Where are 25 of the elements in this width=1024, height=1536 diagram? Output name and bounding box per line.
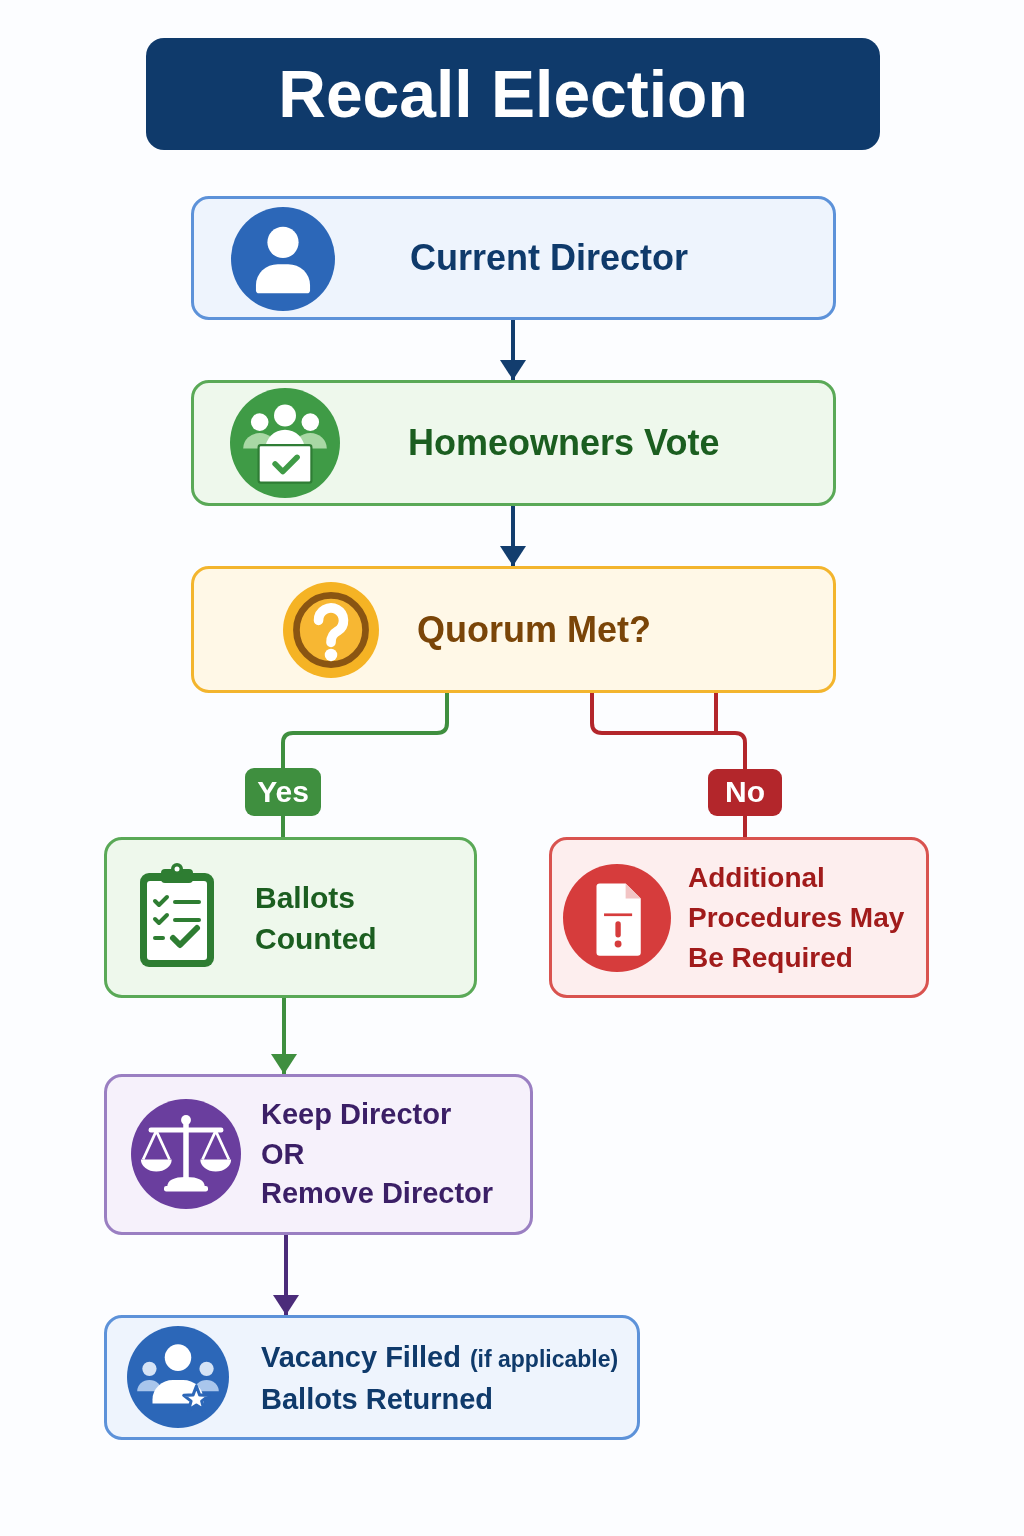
arrow bbox=[500, 320, 526, 380]
edge-label: No bbox=[708, 768, 782, 816]
node-label: Homeowners Vote bbox=[408, 421, 720, 465]
node-note: (if applicable) bbox=[469, 1344, 619, 1374]
node-label: Ballots Counted bbox=[255, 879, 378, 957]
process-box bbox=[191, 380, 836, 506]
node-label: Keep Director bbox=[261, 1097, 452, 1133]
title-banner: Recall Election bbox=[146, 38, 880, 150]
edge-label: Yes bbox=[245, 768, 321, 816]
node-label: Ballots Returned bbox=[261, 1381, 494, 1417]
process-box bbox=[191, 196, 836, 320]
decision-box bbox=[191, 566, 836, 693]
node-label: Quorum Met? bbox=[417, 607, 651, 652]
node-label: Current Director bbox=[410, 236, 689, 280]
process-box bbox=[104, 837, 477, 998]
node-label: Remove Director bbox=[261, 1176, 494, 1212]
arrow bbox=[271, 998, 297, 1074]
node-label: OR bbox=[261, 1136, 305, 1172]
process-box bbox=[104, 1315, 640, 1440]
node-label: Vacancy Filled bbox=[261, 1339, 461, 1375]
arrow bbox=[500, 506, 526, 566]
warning-box bbox=[549, 837, 929, 998]
arrow bbox=[273, 1235, 299, 1315]
node-label: Additional Procedures May Be Required bbox=[688, 860, 906, 975]
outcome-box bbox=[104, 1074, 533, 1235]
